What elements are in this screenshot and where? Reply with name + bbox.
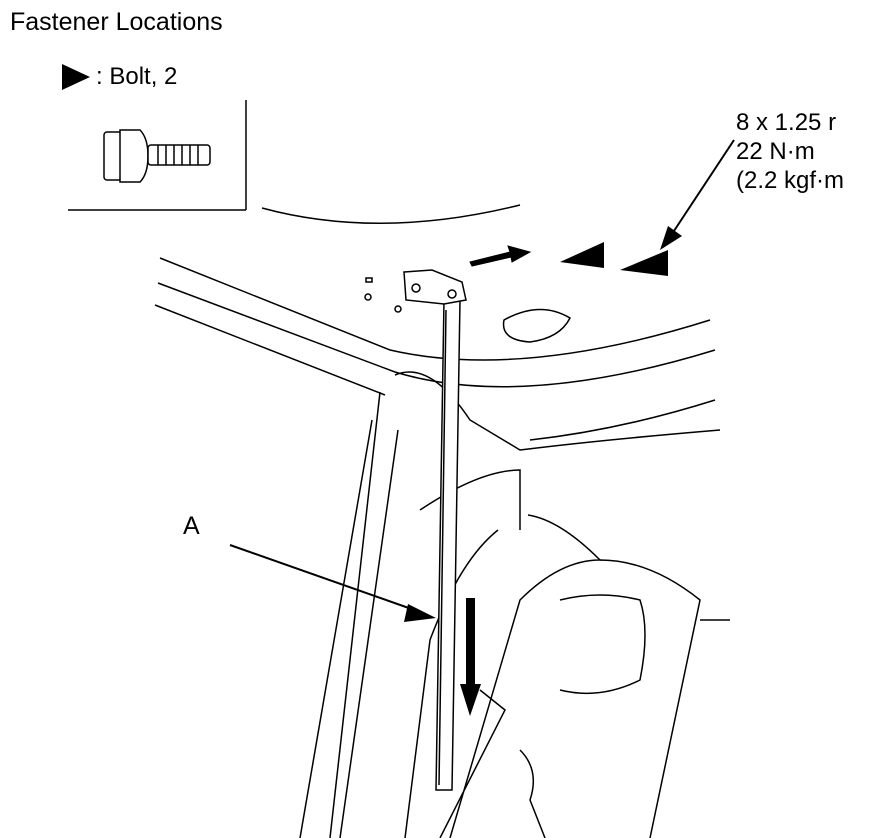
rod-bracket [364, 269, 467, 313]
bolt-thumbnail [68, 100, 247, 211]
page-title: Fastener Locations [10, 8, 223, 36]
bolt-size: 8 x 1.25 r [736, 109, 837, 136]
direction-arrows [229, 139, 735, 716]
bolt-marker-2 [620, 250, 668, 276]
legend-label: : Bolt, 2 [96, 63, 178, 90]
part-label-a: A [183, 512, 200, 540]
bolt-marker-icon [62, 64, 90, 90]
bolt-marker-1 [560, 242, 604, 268]
torque-nm: 22 N·m [736, 138, 815, 165]
torque-kgfm: (2.2 kgf·m [736, 167, 845, 194]
vehicle-body-outline [154, 204, 730, 838]
support-rod [435, 299, 461, 791]
bolt-icon [103, 129, 211, 183]
fastener-legend: : Bolt, 2 [62, 63, 177, 91]
torque-spec: 8 x 1.25 r 22 N·m (2.2 kgf·m [736, 108, 844, 195]
